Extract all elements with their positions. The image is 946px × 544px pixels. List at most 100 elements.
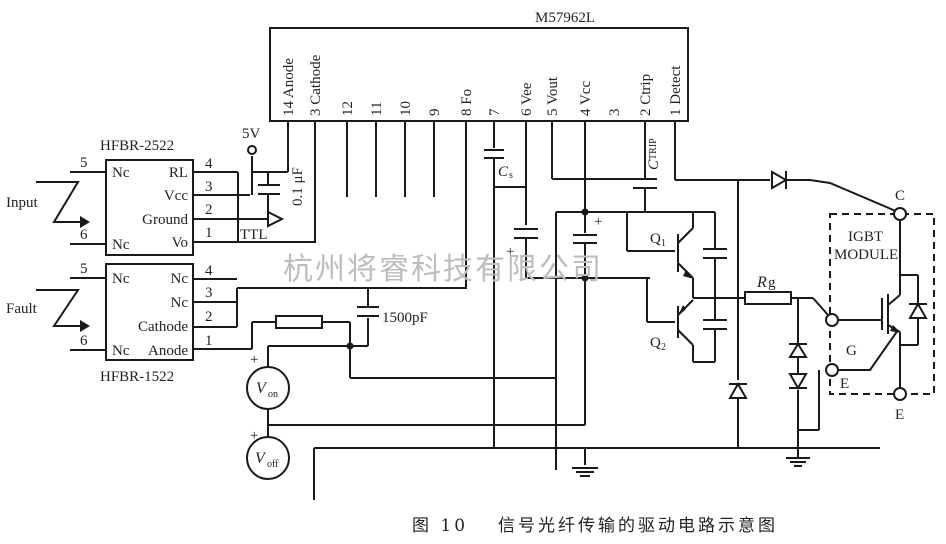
cs-capacitor: [484, 149, 526, 188]
von-plus: +: [250, 352, 258, 368]
driver-ic-pin-label: 7: [487, 108, 503, 116]
supply-terminal: [247, 145, 257, 155]
transmitter-pin-5-num: 5: [80, 261, 88, 277]
driver-ic-pin-label: 8 Fo: [459, 89, 475, 116]
transmitter-pin-3-label: Nc: [171, 295, 189, 311]
driver-ic-body: [269, 27, 689, 122]
transmitter-pin-5-label: Nc: [112, 271, 130, 287]
driver-ic-pin-label: 2 Ctrip: [638, 74, 654, 116]
transmitter-leads: [70, 277, 556, 379]
receiver-pin-ground-label: Ground: [142, 212, 188, 228]
receiver-body: [105, 159, 194, 256]
ttl-ground-arrow-icon: [267, 210, 285, 228]
driver-ic-pin-leads: [287, 121, 676, 289]
detect-wiring: [675, 179, 899, 449]
decoupling-cap-label: 0.1 μF: [290, 167, 306, 206]
snubber-capacitors: [703, 212, 727, 362]
transmitter-pin-6-num: 6: [80, 333, 88, 349]
driver-ic-pin-label: 11: [369, 102, 385, 116]
receiver-pin-rl-label: RL: [169, 165, 188, 181]
driver-ic-pin-label: 1 Detect: [668, 65, 684, 116]
supply-wiring: [267, 180, 880, 500]
gate-zener-diodes-icon: [788, 342, 808, 391]
q1-transistor: [626, 212, 694, 298]
q1-sub: 1: [661, 238, 666, 249]
transmitter-pin-2-label: Cathode: [138, 319, 188, 335]
transmitter-pin-1-label: Anode: [148, 343, 188, 359]
supply-label: 5V: [242, 126, 261, 142]
receiver-pin-2-num: 2: [205, 202, 213, 218]
gate-wiring: [715, 297, 829, 458]
optical-input-arrow-icon: [36, 181, 90, 228]
gate-resistor-rg: [744, 291, 792, 305]
driver-ic-pin-label: 4 Vcc: [578, 81, 594, 116]
fault-resistor: [275, 315, 323, 329]
q2-sub: 2: [661, 342, 666, 353]
fault-cap-label: 1500pF: [382, 310, 428, 326]
transmitter-pin-1-num: 1: [205, 333, 213, 349]
transmitter-pin-2-num: 2: [205, 309, 213, 325]
figure-number: 图 10: [412, 516, 468, 536]
driver-ic-pin-label: 12: [340, 101, 356, 116]
terminal-g-label: G: [846, 343, 857, 359]
junction-dot: [581, 274, 589, 282]
driver-ic-pin-label: 3 Cathode: [308, 54, 324, 116]
voff-plus: +: [250, 428, 258, 444]
q1-label: Q: [650, 231, 661, 247]
terminal-e-gate: [825, 363, 839, 377]
junction-dot: [346, 342, 354, 350]
igbt-module-outline: [829, 213, 935, 395]
input-signal-label: Input: [6, 195, 38, 211]
terminal-c: [893, 207, 907, 221]
clamp-diode-icon: [728, 381, 748, 399]
igbt-transistor: [838, 212, 919, 394]
receiver-pin-3-num: 3: [205, 179, 213, 195]
rg-sub: g: [768, 275, 776, 291]
driver-ic-pin-label: 6 Vee: [519, 82, 535, 116]
cs-label: C: [498, 164, 509, 180]
receiver-pin-5-num: 5: [80, 155, 88, 171]
voff-label: V: [255, 450, 267, 467]
receiver-pin-5-label: Nc: [112, 165, 130, 181]
von-sub: on: [268, 389, 278, 400]
receiver-leads: [70, 156, 315, 245]
transmitter-pin-4-num: 4: [205, 263, 213, 279]
receiver-pin-6-num: 6: [80, 227, 88, 243]
transmitter-pin-3-num: 3: [205, 285, 213, 301]
igbt-freewheel-diode-icon: [908, 301, 928, 319]
junction-dot: [581, 208, 589, 216]
driver-ic-pin-label: 14 Anode: [281, 58, 297, 116]
ground-symbol-main: [572, 467, 598, 477]
receiver-pin-1-num: 1: [205, 225, 213, 241]
receiver-pin-vcc-label: Vcc: [164, 188, 188, 204]
ttl-label: TTL: [240, 227, 268, 243]
transmitter-pin-6-label: Nc: [112, 343, 130, 359]
terminal-c-label: C: [895, 188, 905, 204]
cs-electrolytic-plus: +: [506, 244, 514, 260]
watermark: 杭州将睿科技有限公司: [283, 252, 603, 287]
ctrip-sub: TRIP: [648, 138, 659, 160]
terminal-e-power-label: E: [895, 407, 904, 423]
transmitter-body: [105, 263, 194, 361]
receiver-pin-vo-label: Vo: [172, 235, 188, 251]
terminal-e-gate-label: E: [840, 376, 849, 392]
von-label: V: [256, 380, 268, 397]
driver-ic-name: M57962L: [535, 10, 595, 26]
von-source: [246, 366, 290, 410]
driver-ic-pin-label: 5 Vout: [545, 76, 561, 116]
receiver-pin-6-label: Nc: [112, 237, 130, 253]
receiver-pin-4-num: 4: [205, 156, 213, 172]
ground-symbol-gate: [786, 457, 810, 467]
figure-caption: 信号光纤传输的驱动电路示意图: [498, 516, 778, 536]
transmitter-name: HFBR-1522: [100, 369, 174, 385]
driver-ic-pin-label: 10: [398, 101, 414, 116]
fault-signal-label: Fault: [6, 301, 38, 317]
vcc-cap-plus: +: [594, 214, 602, 230]
driver-ic-pin-label: 3: [607, 109, 623, 117]
optical-output-arrow-icon: [36, 289, 90, 332]
receiver-name: HFBR-2522: [100, 138, 174, 154]
ctrip-label: C: [646, 159, 662, 170]
q1-emitter-arrow-icon: [683, 270, 694, 279]
